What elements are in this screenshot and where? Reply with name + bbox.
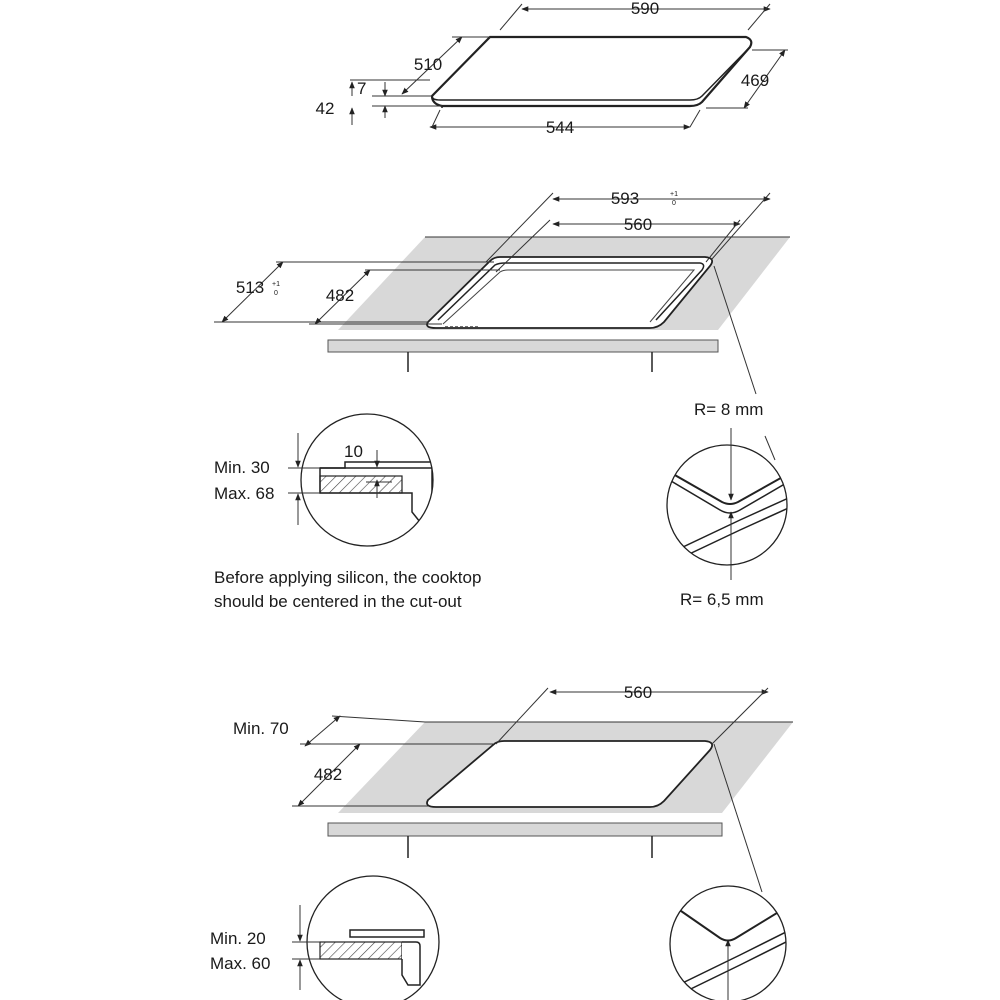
inner-depth-label: 482: [326, 286, 354, 305]
flush-dimension-lines: [214, 192, 771, 395]
cutout-width-label: 560: [624, 683, 652, 702]
corner-detail: [669, 885, 787, 1000]
radius-outer-label: R= 8 mm: [694, 400, 763, 419]
depth-label: 510: [414, 55, 442, 74]
flush-section-detail: [288, 413, 434, 547]
inner-width-label: 560: [624, 215, 652, 234]
worktop-min-label: Min. 30: [214, 458, 270, 477]
width-label: 590: [631, 0, 659, 18]
hob-dimension-lines: [349, 3, 788, 130]
outer-depth-tol-plus: +1: [272, 281, 280, 288]
instruction-line-2: should be centered in the cut-out: [214, 592, 462, 611]
outer-width-tol-plus: +1: [670, 191, 678, 198]
standard-cutout-opening: [426, 740, 714, 808]
radius-detail: [666, 428, 788, 580]
glass-thickness-label: 7: [357, 79, 366, 98]
total-height-label: 42: [316, 99, 335, 118]
cutout-depth-label: 482: [314, 765, 342, 784]
hob-drawing: [430, 35, 753, 108]
outer-depth-label: 513: [236, 278, 264, 297]
base-depth-label: 469: [741, 71, 769, 90]
standard-dimension-lines: [292, 687, 769, 893]
standard-section-detail: [292, 875, 440, 1000]
radius-inner-label: R= 6,5 mm: [680, 590, 764, 609]
outer-width-tol-zero: 0: [672, 200, 676, 207]
rebate-depth-label: 10: [344, 442, 363, 461]
base-width-label: 544: [546, 118, 574, 137]
outer-width-label: 593: [611, 189, 639, 208]
front-min-label: Min. 70: [233, 719, 289, 738]
std-worktop-min-label: Min. 20: [210, 929, 266, 948]
worktop-max-label: Max. 68: [214, 484, 274, 503]
instruction-line-1: Before applying silicon, the cooktop: [214, 568, 481, 587]
outer-depth-tol-zero: 0: [274, 290, 278, 297]
flush-cutout-opening: [426, 256, 714, 329]
std-worktop-max-label: Max. 60: [210, 954, 270, 973]
